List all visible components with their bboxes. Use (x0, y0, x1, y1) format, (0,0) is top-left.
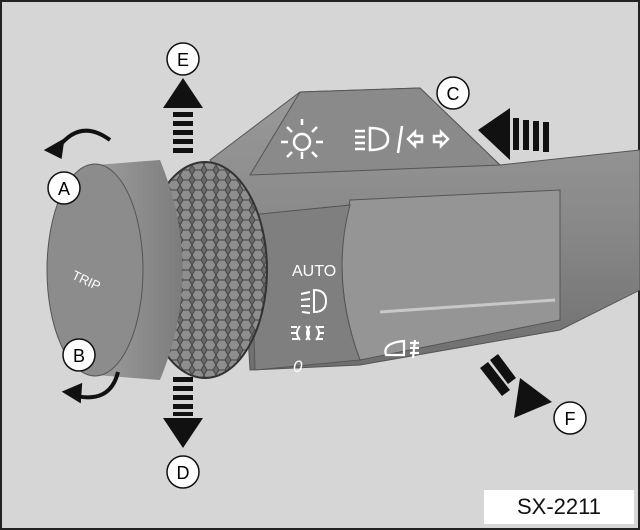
callout-f: F (553, 401, 587, 435)
parking-light-icon (281, 119, 323, 159)
rotate-arrow-b-icon (61, 371, 120, 404)
callout-a: A (47, 171, 81, 205)
callout-d: D (166, 455, 200, 489)
arrow-up-e (163, 78, 203, 153)
auto-label: AUTO (292, 263, 336, 280)
arrow-right-f (480, 354, 552, 418)
svg-text:F: F (565, 409, 576, 429)
svg-text:C: C (447, 84, 460, 104)
svg-text:E: E (177, 50, 189, 70)
arrow-down-d (163, 377, 203, 448)
svg-text:D: D (177, 463, 190, 483)
high-beam-flasher-icon (355, 125, 450, 154)
callout-c: C (436, 76, 470, 110)
callout-e: E (166, 42, 200, 76)
callout-b: B (62, 338, 96, 372)
rear-fog-light-icon (384, 339, 419, 359)
svg-text:A: A (58, 179, 70, 199)
off-label: 0 (293, 357, 303, 376)
ring-highlight (379, 298, 556, 314)
light-switch-ring (249, 204, 361, 371)
arrow-left-c (478, 108, 549, 160)
trip-button[interactable] (46, 163, 144, 377)
rotate-arrow-a-icon (43, 128, 112, 160)
figure-code: SX-2211 (484, 490, 634, 524)
svg-text:B: B (73, 346, 85, 366)
low-beam-icon (300, 288, 328, 314)
side-light-icon (291, 325, 324, 341)
